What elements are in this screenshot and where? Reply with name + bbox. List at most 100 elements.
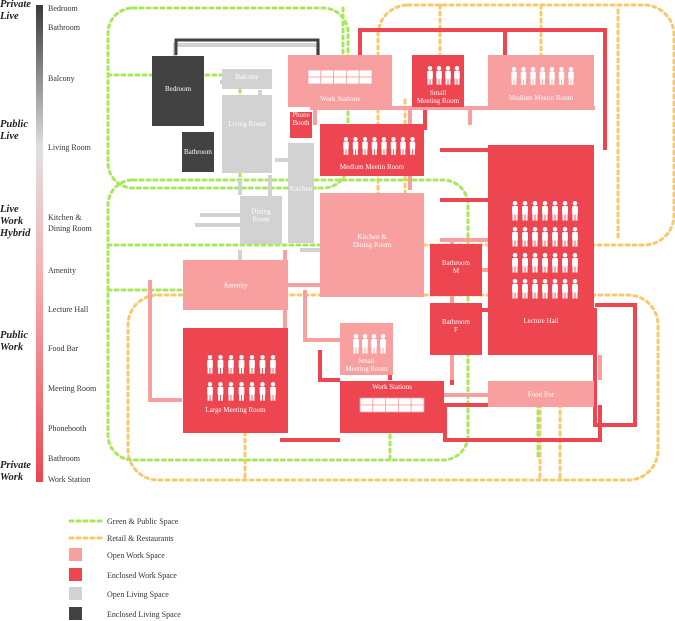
scale-category-private_live-line: Private xyxy=(0,0,31,10)
desk-icon xyxy=(397,397,412,406)
scale-item-meeting_room: Meeting Room xyxy=(48,384,97,393)
scale-item-balcony: Balcony xyxy=(48,74,75,83)
room-label-small_meeting_bottom-line: Meeting Room xyxy=(345,365,388,373)
person-icon xyxy=(542,253,548,273)
person-icon xyxy=(572,201,578,221)
desk-icon xyxy=(320,69,334,78)
room-label-large_meeting-line: Large Meeting Room xyxy=(205,406,266,414)
scale-item-phonebooth: Phonebooth xyxy=(48,424,86,433)
room-label-bedroom: Bedroom xyxy=(165,85,192,93)
room-label-kitchen_dining-line: Dining Room xyxy=(353,241,392,249)
room-label-living_room-line: Living Room xyxy=(228,120,266,128)
room-bathroom xyxy=(182,132,214,172)
scale-bar xyxy=(36,5,43,482)
scale-category-live_work_hybrid-line: Work xyxy=(0,216,24,227)
scale-item-amenity-line: Amenity xyxy=(48,266,76,275)
room-label-medium_meeting_top: Medium Meetin Room xyxy=(509,94,574,102)
desk-icon xyxy=(358,69,373,78)
people-icons xyxy=(207,66,578,401)
person-icon xyxy=(343,137,349,155)
room-label-work_stations_top: Work Stations xyxy=(320,95,360,103)
room-label-bathroom_m-line: M xyxy=(453,267,460,275)
legend-label-open_living: Open Living Space xyxy=(107,590,169,599)
person-icon xyxy=(371,137,378,155)
person-icon xyxy=(532,279,538,299)
room-bathroom_f xyxy=(430,303,482,355)
person-icon xyxy=(522,279,528,299)
scale-category-private_work-line: Private xyxy=(0,460,31,471)
room-label-bathroom_f-line: F xyxy=(454,326,458,334)
person-icon xyxy=(512,201,518,221)
scale-item-work_station-line: Work Station xyxy=(48,475,90,484)
person-icon xyxy=(572,227,578,247)
scale-item-bathroom-line: Bathroom xyxy=(48,23,81,32)
person-icon xyxy=(532,253,538,273)
room-label-work_stations_bottom: Work Stations xyxy=(372,383,412,391)
room-label-dining_room-line: Room xyxy=(252,216,270,224)
room-label-food_bar-line: Food Bar xyxy=(528,391,555,399)
scale-category-private_live-line: Live xyxy=(0,11,19,22)
person-icon xyxy=(562,201,568,221)
person-icon xyxy=(552,253,558,273)
room-large_meeting xyxy=(183,328,288,433)
person-icon xyxy=(454,66,460,85)
person-icon xyxy=(572,279,578,299)
room-label-kitchen_dining-line: Kitchen & xyxy=(357,233,387,241)
desk-icon xyxy=(372,397,386,406)
person-icon xyxy=(228,355,234,374)
room-label-small_meeting_top-line: Meeting Room xyxy=(417,97,460,105)
scale-item-food_bar: Food Bar xyxy=(48,344,78,353)
person-icon xyxy=(558,67,565,85)
desk-icon xyxy=(385,404,399,413)
room-label-bedroom-line: Bedroom xyxy=(165,85,192,93)
desk-icon xyxy=(320,76,334,85)
scale-item-kitchen_dining-line: Dining Room xyxy=(48,224,93,233)
desk-icon xyxy=(410,404,425,413)
room-label-kitchen: Kitchen xyxy=(290,185,313,193)
desk-icon xyxy=(345,76,360,85)
scale-item-meeting_room-line: Meeting Room xyxy=(48,384,97,393)
room-label-bathroom_m-line: Bathroom xyxy=(442,259,471,267)
desk-icon xyxy=(359,397,374,406)
room-label-kitchen_dining: Kitchen &Dining Room xyxy=(353,233,392,249)
desk-icon xyxy=(333,69,347,78)
scale-item-bathroom_2: Bathroom xyxy=(48,454,81,463)
scale-item-bathroom: Bathroom xyxy=(48,23,81,32)
scale-category-public_work-line: Public xyxy=(0,330,28,341)
person-icon xyxy=(552,227,558,247)
scale-item-living_room-line: Living Room xyxy=(48,143,92,152)
room-living_room xyxy=(222,95,272,173)
room-label-amenity-line: Amenity xyxy=(223,282,248,290)
room-label-lecture_hall-line: Lecture Hall xyxy=(523,317,558,325)
scale-item-lecture_hall-line: Lecture Hall xyxy=(48,305,89,314)
desk-icon xyxy=(385,397,399,406)
person-icon xyxy=(562,253,568,273)
scale-item-amenity: Amenity xyxy=(48,266,76,275)
person-icon xyxy=(270,382,276,401)
room-label-food_bar: Food Bar xyxy=(528,391,555,399)
desk-icon xyxy=(372,404,386,413)
room-medium_meeting_mid xyxy=(320,124,424,176)
scale-item-bathroom_2-line: Bathroom xyxy=(48,454,81,463)
person-icon xyxy=(362,137,368,155)
person-icon xyxy=(249,382,255,401)
person-icon xyxy=(390,137,397,155)
scale-category-public_live-line: Live xyxy=(0,131,19,142)
person-icon xyxy=(522,253,528,273)
person-icon xyxy=(217,382,224,401)
scale-item-phonebooth-line: Phonebooth xyxy=(48,424,86,433)
room-label-phone_booth-line: Phone xyxy=(292,111,310,119)
person-icon xyxy=(552,279,558,299)
person-icon xyxy=(427,66,433,85)
person-icon xyxy=(542,201,548,221)
